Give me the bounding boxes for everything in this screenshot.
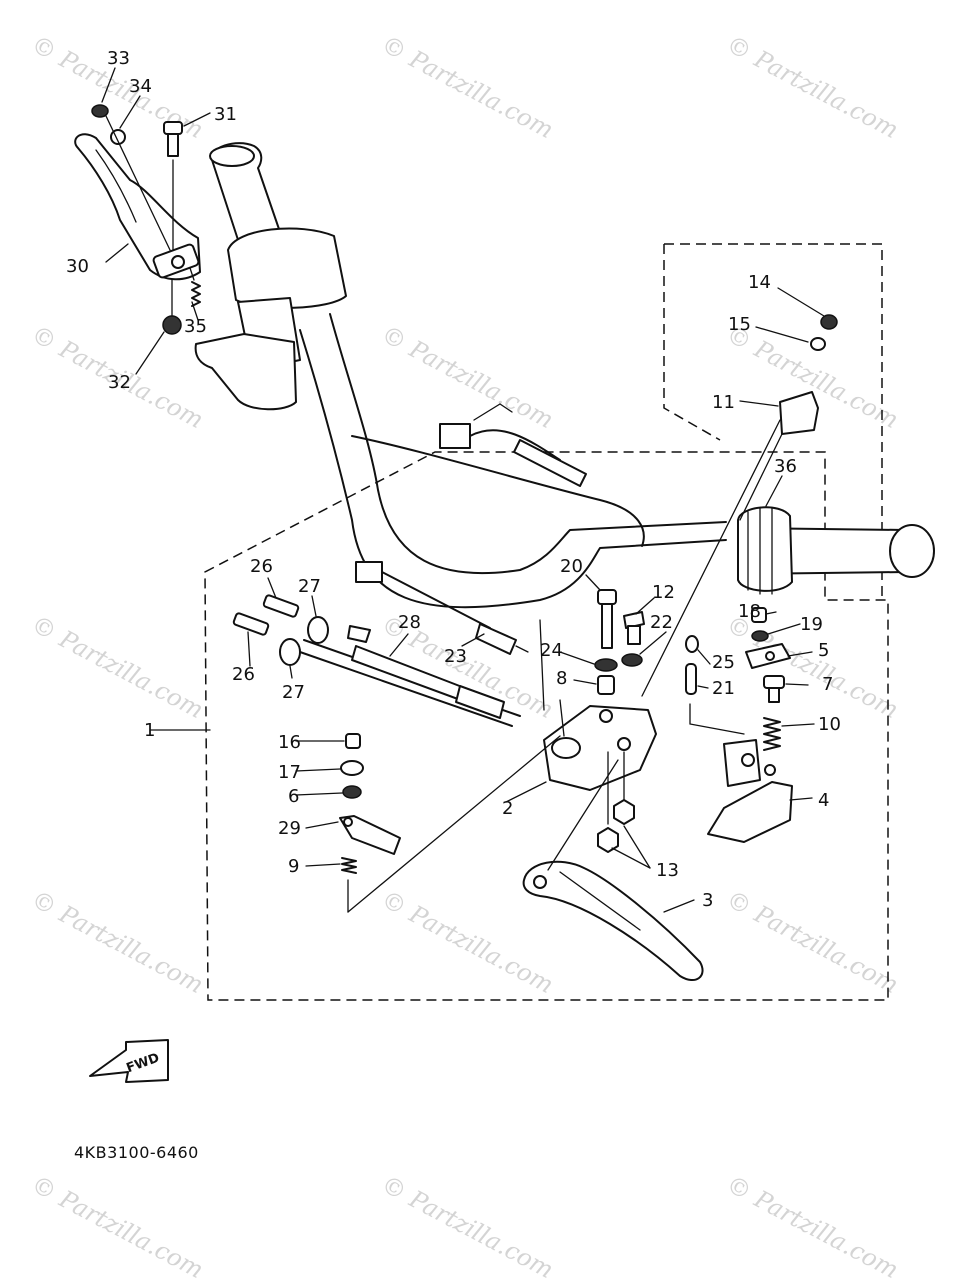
callout-29: 29 xyxy=(278,818,301,839)
callout-5: 5 xyxy=(818,640,829,661)
callout-leaders xyxy=(101,67,825,913)
callout-31: 31 xyxy=(214,104,237,125)
callout-24: 24 xyxy=(540,640,563,661)
callout-12: 12 xyxy=(652,582,675,603)
diagram-code: 4KB3100-6460 xyxy=(74,1143,199,1162)
callout-2: 2 xyxy=(502,798,513,819)
callout-13: 13 xyxy=(656,860,679,881)
upper-right-parts xyxy=(439,314,838,487)
callout-17: 17 xyxy=(278,762,301,783)
callout-19: 19 xyxy=(800,614,823,635)
callout-18: 18 xyxy=(738,601,761,622)
callout-25: 25 xyxy=(712,652,735,673)
callout-8: 8 xyxy=(556,668,567,689)
left-lever-assembly xyxy=(74,104,201,335)
callout-33: 33 xyxy=(107,48,130,69)
handlebar xyxy=(194,142,935,609)
callout-26-lower: 26 xyxy=(232,664,255,685)
callout-36: 36 xyxy=(774,456,797,477)
diagram-canvas: FWD xyxy=(66,48,935,1083)
callout-15: 15 xyxy=(728,314,751,335)
assembly-boxes xyxy=(204,243,889,1001)
callout-1: 1 xyxy=(144,720,155,741)
parts-diagram: © Partzilla.com© Partzilla.com© Partzill… xyxy=(27,30,935,1284)
screw-parts xyxy=(149,729,561,913)
callout-20: 20 xyxy=(560,556,583,577)
perch-assembly xyxy=(522,419,793,981)
callout-3: 3 xyxy=(702,890,713,911)
callout-23: 23 xyxy=(444,646,467,667)
cable-assembly xyxy=(232,561,529,727)
callout-9: 9 xyxy=(288,856,299,877)
callout-26-upper: 26 xyxy=(250,556,273,577)
callout-16: 16 xyxy=(278,732,301,753)
callout-6: 6 xyxy=(288,786,299,807)
callout-28: 28 xyxy=(398,612,421,633)
callout-34: 34 xyxy=(129,76,152,97)
callout-27-upper: 27 xyxy=(298,576,321,597)
callout-10: 10 xyxy=(818,714,841,735)
callout-22: 22 xyxy=(650,612,673,633)
callout-27-lower: 27 xyxy=(282,682,305,703)
callouts: 33 34 31 30 35 32 14 15 11 36 20 12 22 2… xyxy=(66,48,841,911)
callout-30: 30 xyxy=(66,256,89,277)
fwd-arrow: FWD xyxy=(89,1039,169,1083)
callout-7: 7 xyxy=(822,674,833,695)
callout-14: 14 xyxy=(748,272,771,293)
callout-11: 11 xyxy=(712,392,735,413)
callout-32: 32 xyxy=(108,372,131,393)
callout-35: 35 xyxy=(184,316,207,337)
callout-21: 21 xyxy=(712,678,735,699)
callout-4: 4 xyxy=(818,790,829,811)
